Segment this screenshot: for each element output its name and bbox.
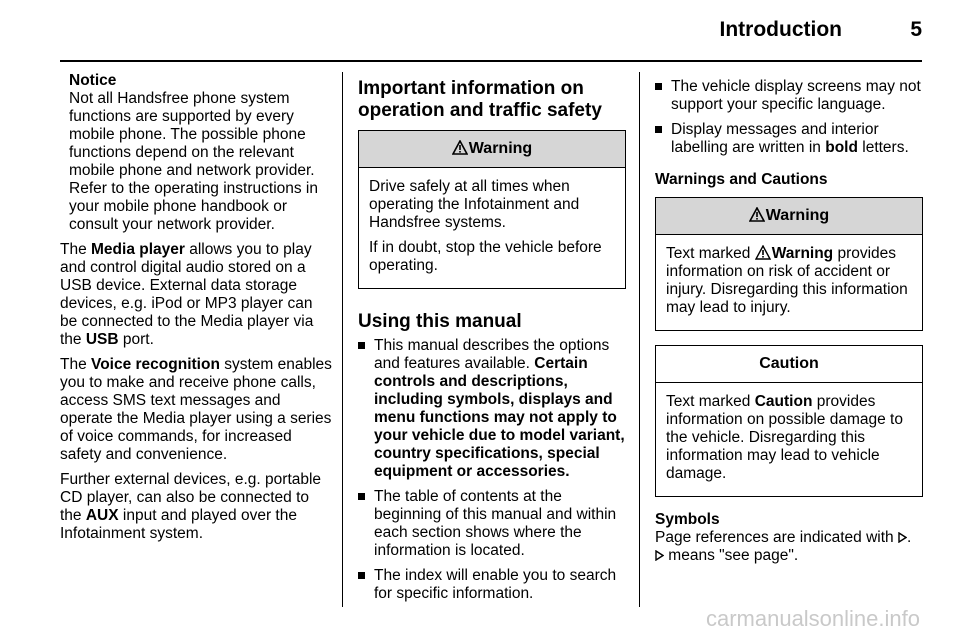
watermark: carmanualsonline.info [705,606,920,631]
warning-box-header: Warning [656,198,922,235]
subheading: Symbols [655,511,720,528]
list-item: The table of contents at the beginning o… [358,488,626,560]
aux-term: AUX [85,507,119,524]
external-devices-paragraph: Further external devices, e.g. portable … [60,471,322,542]
bullet-square-icon [358,572,365,579]
bullet-square-icon [358,342,365,349]
notice-paragraph: Refer to the operating instructions in y… [69,180,318,233]
list-item: The index will enable you to search for … [358,567,626,603]
warning-text: Text marked Warning provides information… [666,245,908,316]
subheading: Warnings and Cautions [655,171,828,188]
list-item: This manual describes the options and fe… [358,337,626,481]
column-middle: Important information on operation and t… [358,78,626,610]
notice-title: Notice [69,72,117,89]
warning-box: Warning Text marked Warning provides inf… [655,197,923,331]
warning-title: Warning [765,207,830,224]
page-header: Introduction 5 [0,0,960,62]
warning-triangle-icon [754,245,771,260]
page-reference-arrow-icon [655,550,664,561]
page-title: Introduction [719,18,842,41]
warning-triangle-icon [451,140,468,155]
voice-recognition-term: Voice recognition [91,356,220,373]
manual-bullet-list: This manual describes the options and fe… [358,337,626,603]
bold-notice: Certain controls and descriptions, inclu… [374,355,625,480]
usb-term: USB [85,331,119,348]
warning-text: If in doubt, stop the vehicle before ope… [369,239,602,274]
list-item: Display messages and interior labelling … [655,121,923,157]
notice-paragraph: Not all Handsfree phone system functions… [69,90,315,179]
column-divider [639,72,640,607]
warning-text: Drive safely at all times when operating… [369,178,580,231]
bullet-square-icon [358,493,365,500]
media-player-paragraph: The Media player allows you to play and … [60,241,314,348]
bullet-square-icon [655,126,662,133]
caution-title: Caution [759,355,819,372]
warning-title: Warning [468,140,533,157]
bullet-square-icon [655,83,662,90]
warning-triangle-icon [748,207,765,222]
section-heading: Using this manual [358,311,522,332]
caution-box: Caution Text marked Caution provides inf… [655,345,923,497]
list-item: The vehicle display screens may not supp… [655,78,923,114]
warning-box: Warning Drive safely at all times when o… [358,130,626,289]
page-reference-arrow-icon [898,532,907,543]
caution-text: Text marked Caution provides information… [666,393,903,482]
section-heading: Important information on operation and t… [358,78,602,121]
symbols-paragraph: Symbols Page references are indicated wi… [655,511,912,564]
caution-box-header: Caution [656,346,922,383]
header-rule [60,60,922,62]
voice-recognition-paragraph: The Voice recognition system enables you… [60,356,332,463]
display-bullet-list: The vehicle display screens may not supp… [655,78,923,157]
media-player-term: Media player [91,241,185,258]
column-left: Notice Not all Handsfree phone system fu… [60,72,332,550]
page-number: 5 [910,18,922,41]
notice-block: Notice Not all Handsfree phone system fu… [60,72,332,234]
column-right: The vehicle display screens may not supp… [655,78,923,572]
column-divider [342,72,343,607]
warning-box-header: Warning [359,131,625,168]
